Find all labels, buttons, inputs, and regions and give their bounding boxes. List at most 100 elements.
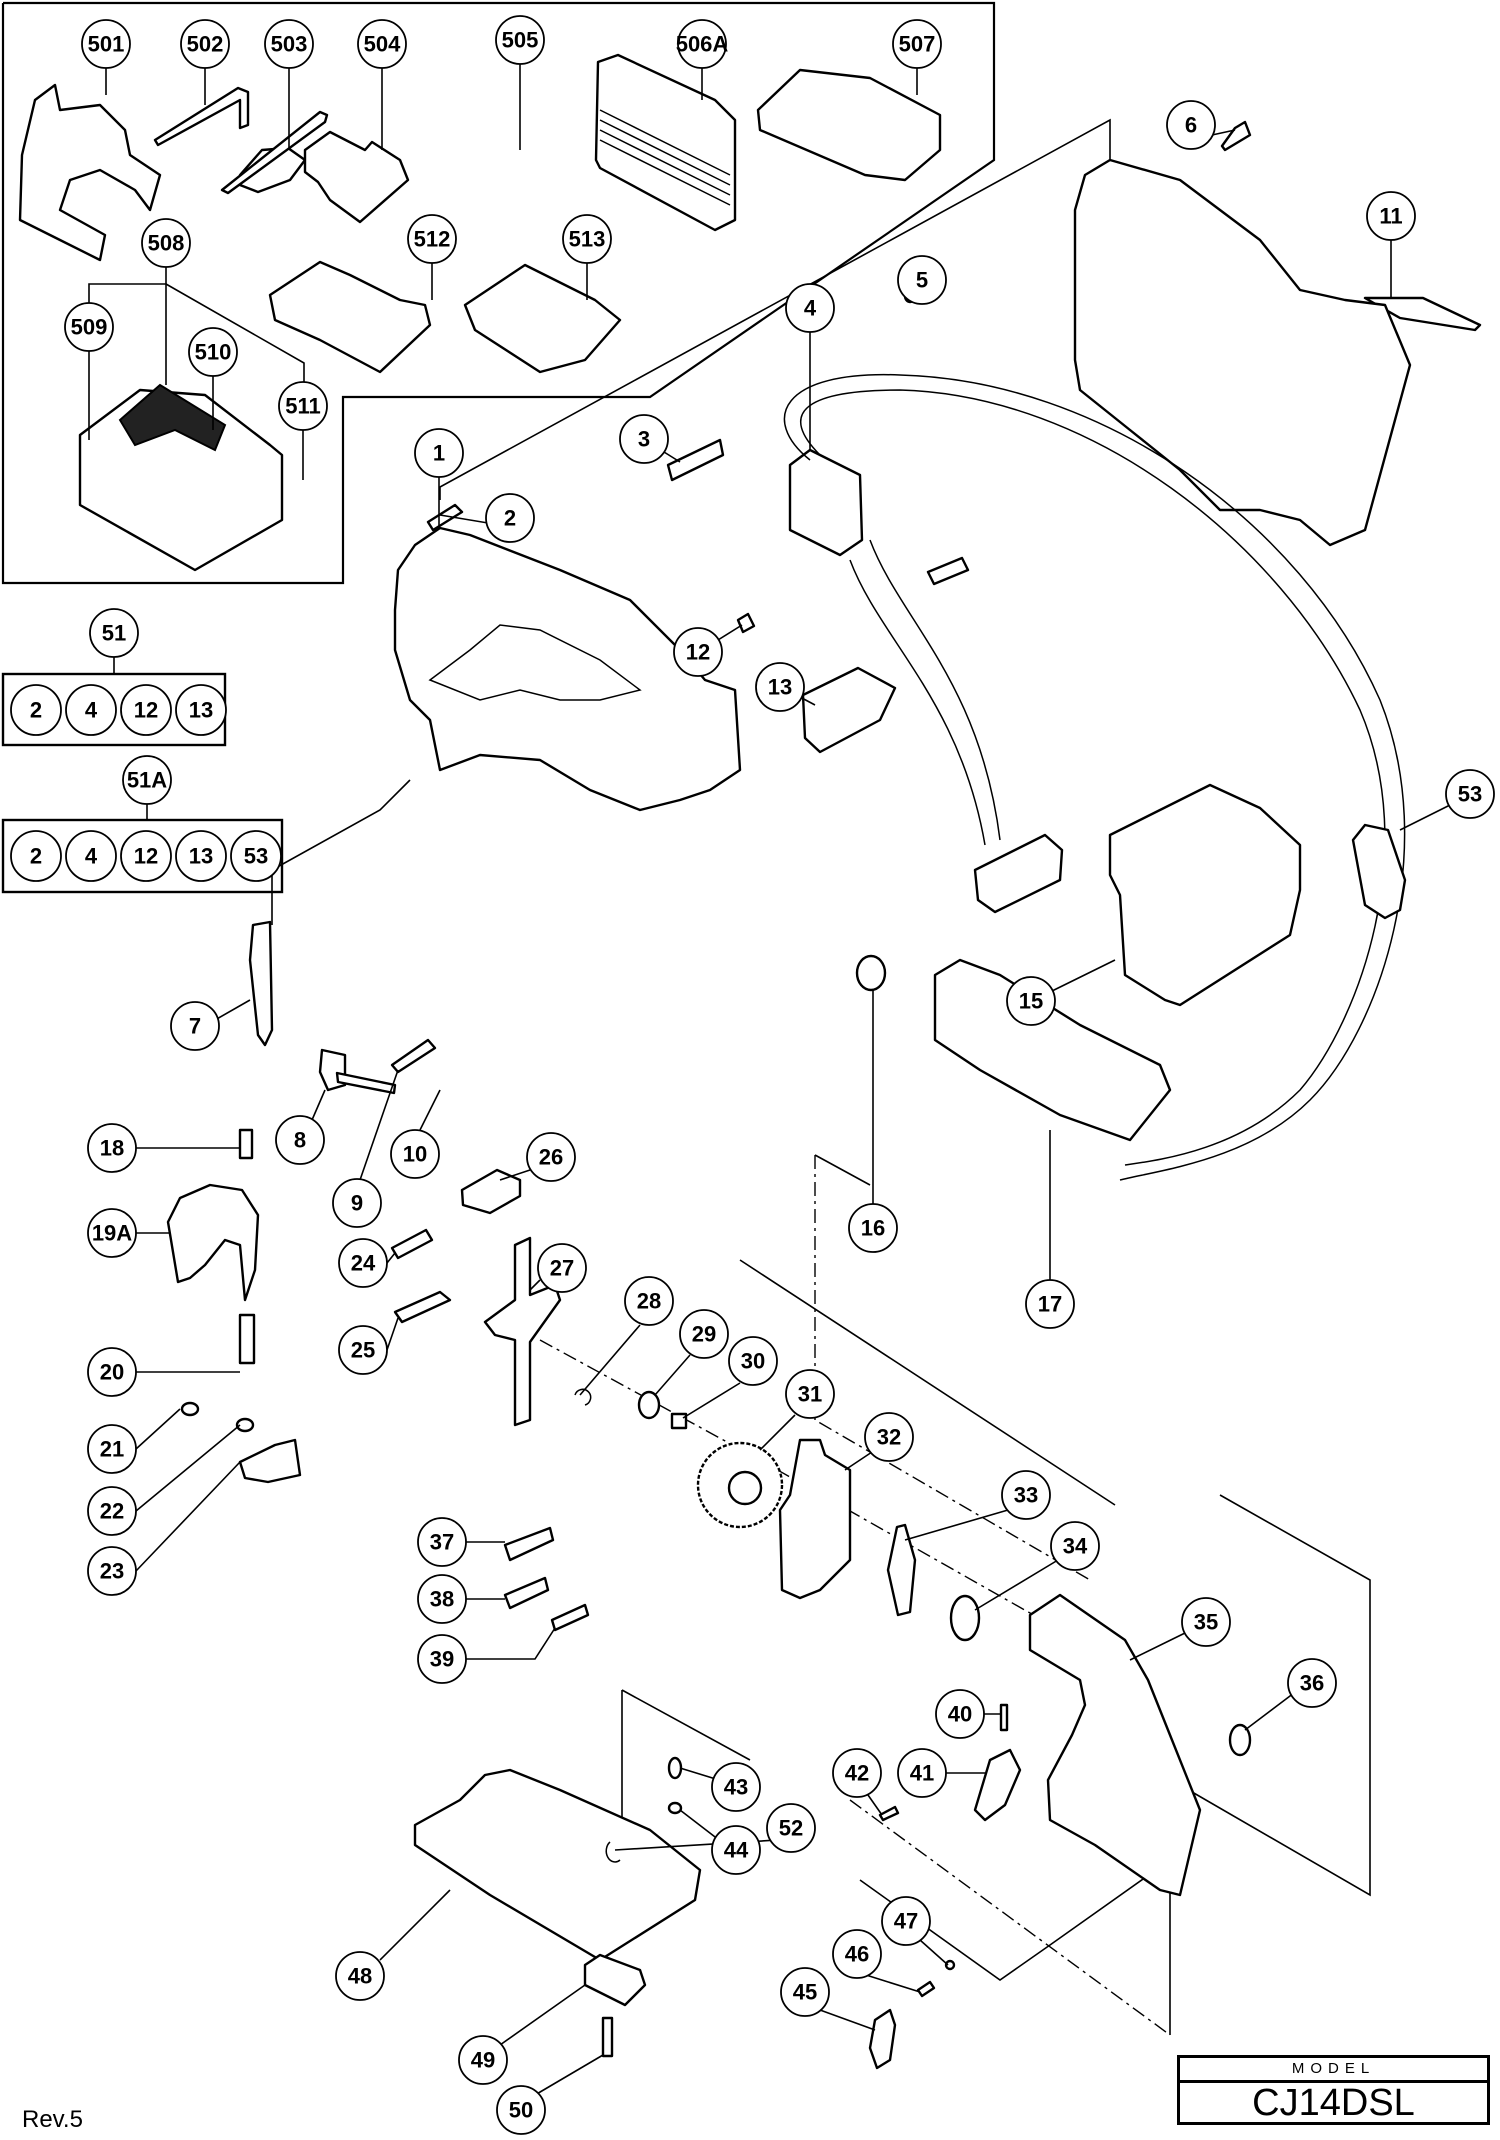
- kit-51A-item-13[interactable]: 13: [175, 830, 227, 882]
- callout-503[interactable]: 503: [264, 19, 314, 69]
- kit-51-item-12[interactable]: 12: [120, 684, 172, 736]
- callout-6[interactable]: 6: [1166, 100, 1216, 150]
- callout-20[interactable]: 20: [87, 1347, 137, 1397]
- callout-number: 7: [189, 1014, 201, 1039]
- kit-51-item-13[interactable]: 13: [175, 684, 227, 736]
- callout-circle: [170, 1001, 220, 1051]
- callout-22[interactable]: 22: [87, 1486, 137, 1536]
- callout-41[interactable]: 41: [897, 1748, 947, 1798]
- callout-number: 41: [910, 1761, 934, 1786]
- kit-51A-item-4[interactable]: 4: [65, 830, 117, 882]
- callout-33[interactable]: 33: [1001, 1470, 1051, 1520]
- callout-21[interactable]: 21: [87, 1424, 137, 1474]
- callout-51[interactable]: 51: [89, 608, 139, 658]
- callout-15[interactable]: 15: [1006, 976, 1056, 1026]
- callout-42[interactable]: 42: [832, 1748, 882, 1798]
- callout-513[interactable]: 513: [562, 214, 612, 264]
- callout-510[interactable]: 510: [188, 327, 238, 377]
- part-15-shape: [1108, 783, 1302, 1007]
- callout-11[interactable]: 11: [1366, 191, 1416, 241]
- callout-19A[interactable]: 19A: [87, 1208, 137, 1258]
- callout-number: 506A: [676, 32, 729, 57]
- callout-24[interactable]: 24: [338, 1238, 388, 1288]
- callout-511[interactable]: 511: [278, 381, 328, 431]
- callout-32[interactable]: 32: [864, 1412, 914, 1462]
- callout-circle: [832, 1929, 882, 1979]
- callout-1[interactable]: 1: [414, 428, 464, 478]
- callout-31[interactable]: 31: [785, 1369, 835, 1419]
- callout-4[interactable]: 4: [785, 283, 835, 333]
- callout-23[interactable]: 23: [87, 1546, 137, 1596]
- part-6-shape: [1220, 120, 1252, 152]
- callout-51A[interactable]: 51A: [122, 755, 172, 805]
- callout-number: 6: [1185, 113, 1197, 138]
- callout-50[interactable]: 50: [496, 2085, 546, 2135]
- callout-504[interactable]: 504: [357, 19, 407, 69]
- callout-number: 25: [351, 1338, 375, 1363]
- callout-508[interactable]: 508: [141, 218, 191, 268]
- part-17-shape: [933, 958, 1172, 1142]
- callout-38[interactable]: 38: [417, 1574, 467, 1624]
- callout-34[interactable]: 34: [1050, 1521, 1100, 1571]
- callout-39[interactable]: 39: [417, 1634, 467, 1684]
- callout-17[interactable]: 17: [1025, 1279, 1075, 1329]
- model-title-block: MODEL CJ14DSL: [1177, 2055, 1490, 2125]
- callout-25[interactable]: 25: [338, 1325, 388, 1375]
- callout-16[interactable]: 16: [848, 1203, 898, 1253]
- callout-27[interactable]: 27: [537, 1243, 587, 1293]
- callout-35[interactable]: 35: [1181, 1597, 1231, 1647]
- callout-48[interactable]: 48: [335, 1951, 385, 2001]
- callout-40[interactable]: 40: [935, 1689, 985, 1739]
- callout-number: 50: [509, 2098, 533, 2123]
- callout-506A[interactable]: 506A: [676, 19, 729, 69]
- callout-501[interactable]: 501: [81, 19, 131, 69]
- kit-51-item-4[interactable]: 4: [65, 684, 117, 736]
- callout-8[interactable]: 8: [275, 1115, 325, 1165]
- wire-harness-2: [800, 389, 1386, 1166]
- kit-51A-item-12[interactable]: 12: [120, 830, 172, 882]
- callout-30[interactable]: 30: [728, 1336, 778, 1386]
- callout-18[interactable]: 18: [87, 1123, 137, 1173]
- callout-29[interactable]: 29: [679, 1309, 729, 1359]
- kit-51-item-2[interactable]: 2: [10, 684, 62, 736]
- kit-51A-item-2[interactable]: 2: [10, 830, 62, 882]
- callout-512[interactable]: 512: [407, 214, 457, 264]
- callout-26[interactable]: 26: [526, 1132, 576, 1182]
- callout-2[interactable]: 2: [485, 493, 535, 543]
- callout-circle: [264, 19, 314, 69]
- kit-51A-item-53[interactable]: 53: [230, 830, 282, 882]
- callout-28[interactable]: 28: [624, 1276, 674, 1326]
- callout-53[interactable]: 53: [1445, 769, 1495, 819]
- callout-36[interactable]: 36: [1287, 1658, 1337, 1708]
- callout-502[interactable]: 502: [180, 19, 230, 69]
- callout-5[interactable]: 5: [897, 255, 947, 305]
- callout-circle: [275, 1115, 325, 1165]
- callout-47[interactable]: 47: [881, 1896, 931, 1946]
- lever-group-frame: [859, 1858, 1171, 2035]
- callout-507[interactable]: 507: [892, 19, 942, 69]
- part-513-shape: [463, 263, 622, 374]
- callout-circle: [10, 684, 62, 736]
- callout-circle: [785, 1369, 835, 1419]
- callout-509[interactable]: 509: [64, 302, 114, 352]
- callout-52[interactable]: 52: [766, 1803, 816, 1853]
- callout-46[interactable]: 46: [832, 1929, 882, 1979]
- callout-37[interactable]: 37: [417, 1517, 467, 1567]
- callout-44[interactable]: 44: [711, 1825, 761, 1875]
- part-3-shape: [666, 438, 725, 482]
- callout-49[interactable]: 49: [458, 2035, 508, 2085]
- callout-43[interactable]: 43: [711, 1762, 761, 1812]
- part-39-shape: [550, 1603, 590, 1632]
- callout-10[interactable]: 10: [390, 1129, 440, 1179]
- callout-12[interactable]: 12: [673, 627, 723, 677]
- callout-3[interactable]: 3: [619, 414, 669, 464]
- callout-45[interactable]: 45: [780, 1967, 830, 2017]
- callout-number: 21: [100, 1437, 124, 1462]
- callout-9[interactable]: 9: [332, 1178, 382, 1228]
- callout-13[interactable]: 13: [755, 662, 805, 712]
- callout-circle: [1181, 1597, 1231, 1647]
- callout-7[interactable]: 7: [170, 1001, 220, 1051]
- callout-number: 32: [877, 1425, 901, 1450]
- part-23-shape: [238, 1438, 302, 1484]
- callout-505[interactable]: 505: [495, 15, 545, 65]
